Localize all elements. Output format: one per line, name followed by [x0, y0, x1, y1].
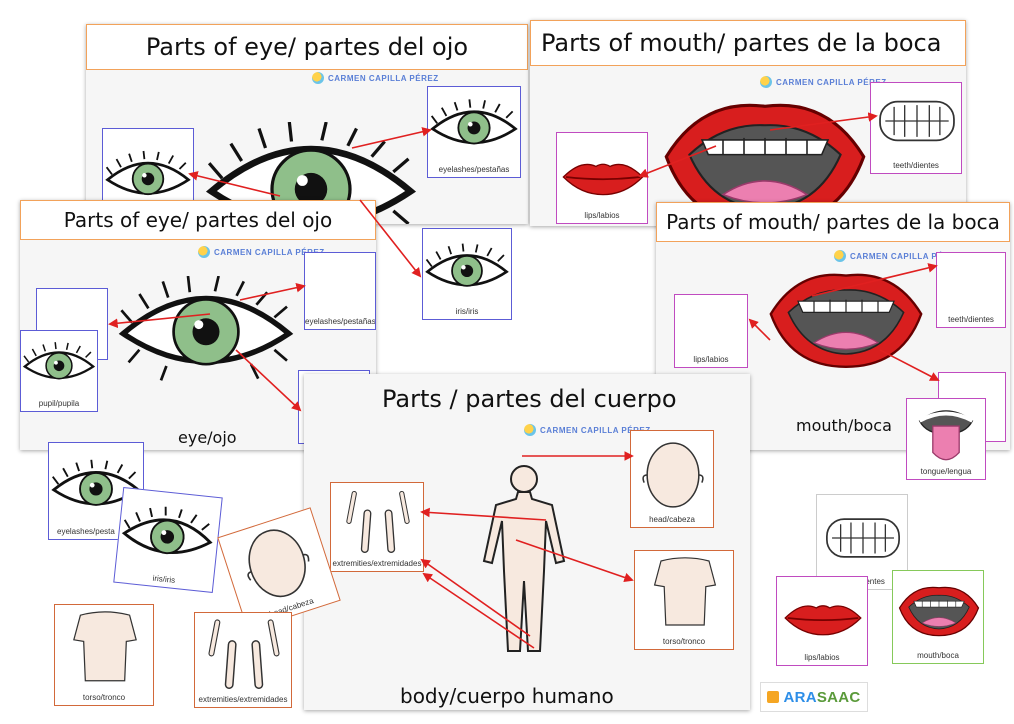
card-label: lips/labios — [804, 653, 840, 662]
author-credit: CARMEN CAPILLA PÉREZ — [312, 72, 439, 84]
eye-icon — [116, 500, 218, 572]
eye-icon — [423, 241, 511, 299]
card-torso-loose: torso/tronco — [54, 604, 154, 706]
sheet-title: Parts of mouth/ partes de la boca — [530, 20, 966, 66]
card-label: eyelashes/pestañas — [305, 317, 375, 326]
author-logo-icon — [198, 246, 210, 258]
card-torso: torso/tronco — [634, 550, 734, 650]
card-lips: lips/labios — [556, 132, 648, 224]
author-logo-icon — [312, 72, 324, 84]
author-name: CARMEN CAPILLA PÉREZ — [776, 77, 887, 87]
author-credit: CARMEN CAPILLA PÉREZ — [524, 424, 651, 436]
sheet-mouth-back: Parts of mouth/ partes de la boca CARMEN… — [530, 20, 966, 226]
author-name: CARMEN CAPILLA PÉREZ — [214, 247, 325, 257]
card-label: head/cabeza — [649, 515, 695, 524]
sheet-caption: eye/ojo — [178, 428, 237, 447]
logo-part-saac: SAAC — [816, 688, 861, 706]
author-name: CARMEN CAPILLA PÉREZ — [850, 251, 961, 261]
torso-icon — [63, 607, 147, 689]
arasaac-logo-text: ARASAAC — [783, 689, 860, 706]
card-mouth-loose: mouth/boca — [892, 570, 984, 664]
limbs-icon — [207, 615, 281, 689]
card-label: eyelashes/pestañas — [438, 165, 510, 174]
card-label: extremities/extremidades — [332, 559, 422, 568]
sheet-eye-front: Parts of eye/ partes del ojo CARMEN CAPI… — [20, 200, 376, 450]
card-lips-loose: lips/labios — [776, 576, 868, 666]
mouth-icon — [897, 581, 981, 639]
author-credit: CARMEN CAPILLA PÉREZ — [198, 246, 325, 258]
logo-part-ara: ARA — [783, 688, 817, 706]
card-label: iris/iris — [152, 573, 176, 585]
torso-icon — [643, 553, 727, 633]
sheet-caption: mouth/boca — [796, 416, 892, 435]
card-pupil: pupil/pupila — [20, 330, 98, 412]
sheet-caption: body/cuerpo humano — [400, 684, 614, 708]
card-label: extremities/extremidades — [198, 695, 288, 704]
card-label: lips/labios — [693, 355, 729, 364]
author-name: CARMEN CAPILLA PÉREZ — [328, 73, 439, 83]
big-mouth-illustration — [766, 264, 926, 372]
tongue-icon — [913, 401, 979, 467]
human-body-illustration — [474, 440, 574, 682]
card-head: head/cabeza — [630, 430, 714, 528]
sheet-eye-back: Parts of eye/ partes del ojo CARMEN CAPI… — [86, 24, 528, 224]
head-icon — [635, 437, 711, 513]
card-extremities: extremities/extremidades — [330, 482, 424, 572]
lips-icon — [781, 595, 865, 641]
author-credit: CARMEN CAPILLA PÉREZ — [834, 250, 961, 262]
author-name: CARMEN CAPILLA PÉREZ — [540, 425, 651, 435]
card-label: lips/labios — [584, 211, 620, 220]
card-label: torso/tronco — [662, 637, 706, 646]
card-label: teeth/dientes — [893, 161, 939, 170]
card-eyelashes: eyelashes/pestañas — [427, 86, 521, 178]
card-lips-blank: lips/labios — [674, 294, 748, 368]
sheet-title: Parts of eye/ partes del ojo — [86, 24, 528, 70]
limbs-icon — [343, 487, 413, 553]
teeth-icon — [873, 93, 961, 149]
card-iris: iris/iris — [422, 228, 512, 320]
card-extremities-loose: extremities/extremidades — [194, 612, 292, 708]
author-logo-icon — [524, 424, 536, 436]
card-label: iris/iris — [455, 307, 479, 316]
author-credit: CARMEN CAPILLA PÉREZ — [760, 76, 887, 88]
eye-icon — [428, 97, 520, 157]
big-eye-illustration — [116, 276, 296, 384]
card-label: eyelashes/pesta — [57, 527, 115, 536]
card-eyelashes-blank: eyelashes/pestañas — [304, 252, 376, 330]
sheet-body: Parts / partes del cuerpo CARMEN CAPILLA… — [304, 374, 750, 710]
card-iris-loose: iris/iris — [113, 487, 223, 593]
card-label: torso/tronco — [82, 693, 126, 702]
card-label: teeth/dientes — [948, 315, 994, 324]
author-logo-icon — [834, 250, 846, 262]
card-label: tongue/lengua — [920, 467, 972, 476]
sheet-title: Parts of mouth/ partes de la boca — [656, 202, 1010, 242]
teeth-icon — [820, 509, 906, 567]
lips-icon — [559, 153, 647, 201]
sheet-title: Parts / partes del cuerpo — [304, 374, 750, 424]
card-label: mouth/boca — [917, 651, 959, 660]
author-logo-icon — [760, 76, 772, 88]
card-teeth: teeth/dientes — [870, 82, 962, 174]
card-tongue: tongue/lengua — [906, 398, 986, 480]
sheet-title: Parts of eye/ partes del ojo — [20, 200, 376, 240]
arasaac-logo: ARASAAC — [760, 682, 868, 712]
card-label: pupil/pupila — [38, 399, 80, 408]
arasaac-mark-icon — [767, 691, 780, 703]
eye-icon — [21, 339, 97, 391]
card-teeth-blank: teeth/dientes — [936, 252, 1006, 328]
